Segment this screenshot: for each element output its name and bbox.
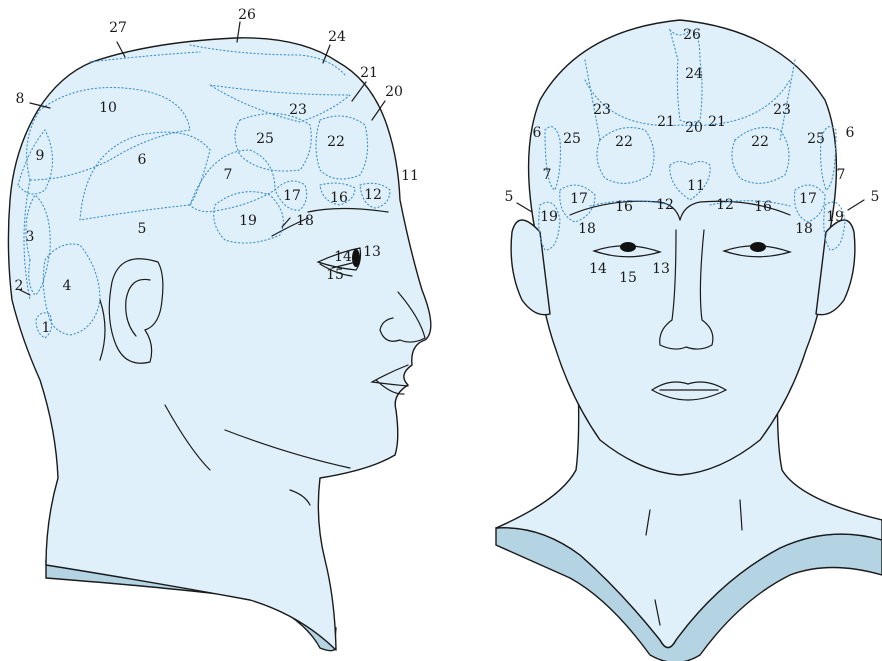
side-label: 22	[327, 134, 345, 150]
front-label: 7	[543, 167, 552, 183]
front-label: 22	[615, 134, 633, 150]
front-label: 16	[754, 199, 772, 215]
front-label: 6	[846, 125, 855, 141]
side-label: 10	[99, 100, 117, 116]
front-label: 24	[685, 66, 703, 82]
side-label: 17	[283, 188, 301, 204]
side-label: 20	[385, 84, 403, 100]
front-label: 21	[708, 114, 726, 130]
front-label: 17	[799, 191, 817, 207]
front-label: 16	[615, 199, 633, 215]
front-view-head: 26 24 23 21 20 21 23 6 25 22 22 25 6 7 1…	[496, 20, 882, 661]
side-label: 3	[26, 229, 35, 245]
front-label: 5	[505, 189, 514, 205]
side-label: 21	[360, 65, 378, 81]
side-label: 11	[401, 168, 419, 184]
side-label: 7	[224, 167, 233, 183]
front-label: 12	[656, 197, 674, 213]
side-label: 8	[16, 91, 25, 107]
side-label: 24	[328, 29, 346, 45]
front-label: 15	[619, 270, 637, 286]
side-label: 26	[238, 7, 256, 23]
front-label: 23	[773, 102, 791, 118]
side-label: 15	[326, 267, 344, 283]
front-label: 20	[685, 120, 703, 136]
front-view-pupil-left	[620, 242, 636, 252]
side-label: 5	[138, 221, 147, 237]
front-label: 6	[533, 125, 542, 141]
front-label: 21	[657, 114, 675, 130]
front-label: 22	[751, 134, 769, 150]
side-label: 12	[364, 187, 382, 203]
side-label: 18	[296, 213, 314, 229]
front-label: 18	[795, 221, 813, 237]
side-view-pupil	[352, 249, 360, 267]
front-label: 25	[807, 131, 825, 147]
front-view-head-shape	[529, 20, 837, 475]
side-label: 25	[256, 131, 274, 147]
front-label: 26	[683, 27, 701, 43]
side-label: 23	[289, 102, 307, 118]
front-label: 14	[589, 261, 607, 277]
side-label: 13	[363, 244, 381, 260]
side-view-head: 27 26 24 21 20 8 10 23 25 22 9 6 7 11 17…	[8, 7, 430, 651]
front-label: 17	[570, 191, 588, 207]
front-label: 18	[578, 221, 596, 237]
front-label: 13	[652, 261, 670, 277]
side-label: 2	[15, 278, 24, 294]
side-label: 19	[239, 213, 257, 229]
front-label: 25	[563, 131, 581, 147]
side-label: 27	[109, 20, 127, 36]
front-label: 19	[826, 209, 844, 225]
side-label: 14	[334, 249, 352, 265]
side-label: 1	[42, 320, 51, 336]
side-view-silhouette	[8, 38, 430, 650]
side-label: 6	[138, 152, 147, 168]
front-label: 5	[871, 189, 880, 205]
front-view-pupil-right	[750, 242, 766, 252]
front-label: 11	[687, 178, 705, 194]
front-label: 19	[540, 209, 558, 225]
front-label: 23	[593, 102, 611, 118]
side-label: 9	[36, 148, 45, 164]
side-label: 4	[63, 278, 72, 294]
front-label: 12	[716, 197, 734, 213]
front-label: 7	[837, 167, 846, 183]
side-label: 16	[330, 190, 348, 206]
